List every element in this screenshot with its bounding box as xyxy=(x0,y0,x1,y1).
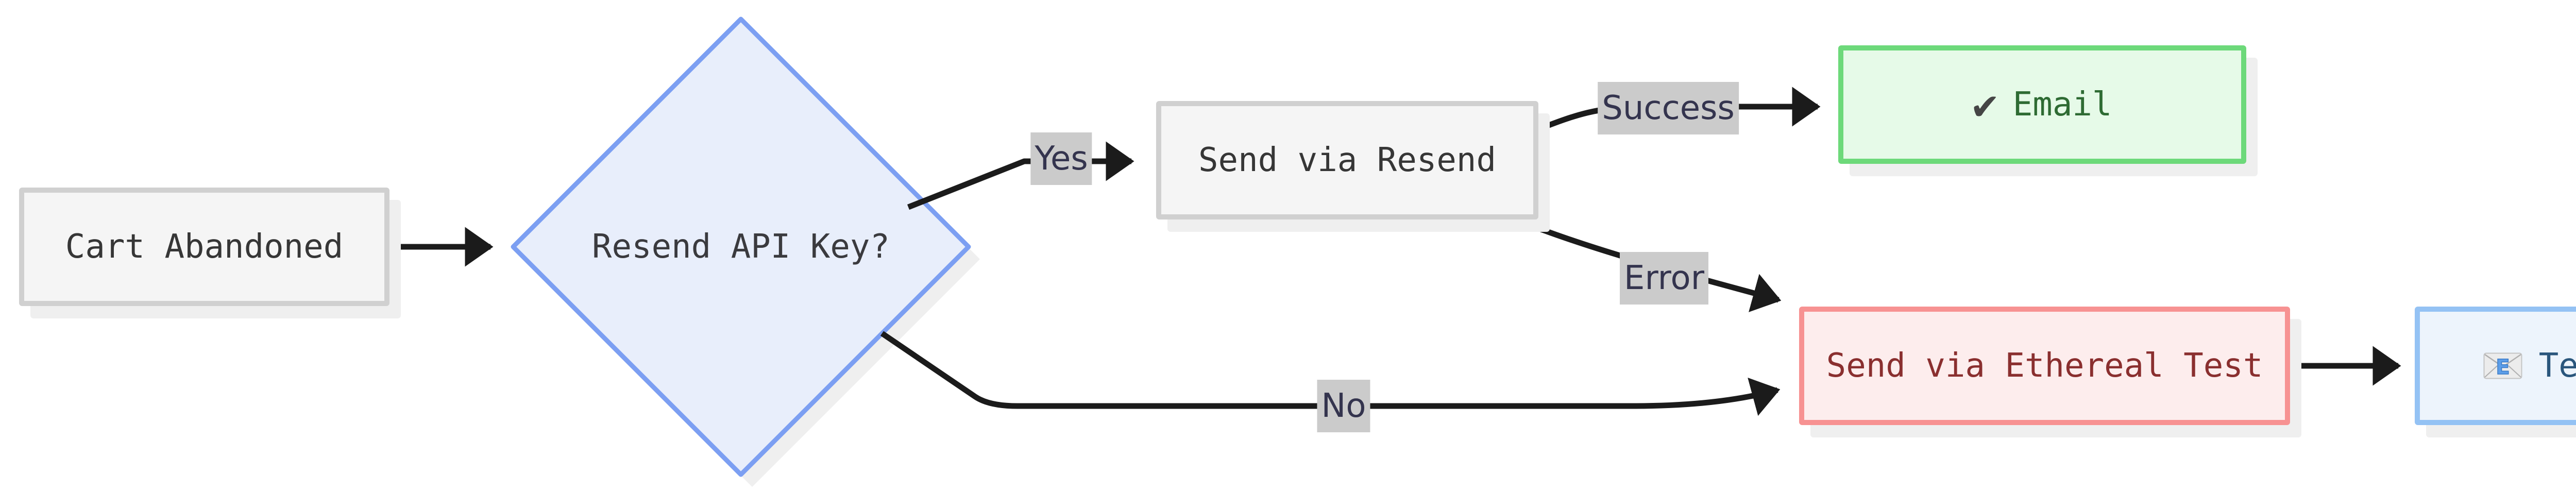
check-icon: ✔ xyxy=(1972,80,1997,128)
node-send-via-resend: Send via Resend xyxy=(1156,101,1538,219)
node-test-email-preview: E Test Email Preview xyxy=(2415,307,2576,425)
node-label: Send via Ethereal Test xyxy=(1826,347,2263,385)
email-icon: E xyxy=(2483,352,2522,379)
node-label: Resend API Key? xyxy=(592,228,890,266)
edge-label-text: Error xyxy=(1624,259,1704,297)
node-cart-abandoned: Cart Abandoned xyxy=(19,188,389,306)
edge-label-text: Yes xyxy=(1035,140,1088,178)
edge-no xyxy=(880,331,1781,416)
node-label: Test Email Preview xyxy=(2538,347,2576,385)
edge-label-text: Success xyxy=(1602,89,1735,127)
edge-label-success: Success xyxy=(1598,82,1739,134)
edge-label-yes: Yes xyxy=(1030,132,1092,185)
edge-label-text: No xyxy=(1321,387,1366,425)
node-label: Send via Resend xyxy=(1198,141,1496,179)
node-send-via-ethereal: Send via Ethereal Test xyxy=(1799,307,2290,425)
edge-label-no: No xyxy=(1317,380,1370,432)
node-label: Email xyxy=(2012,86,2112,124)
edge-label-error: Error xyxy=(1620,252,1708,305)
node-decision: Resend API Key? xyxy=(513,188,969,306)
edge-yes xyxy=(907,141,1134,210)
decision-diamond-shape xyxy=(511,16,971,477)
node-label: Cart Abandoned xyxy=(65,228,344,266)
email-icon-letter: E xyxy=(2496,356,2510,379)
node-email-success: ✔ Email xyxy=(1838,45,2246,164)
